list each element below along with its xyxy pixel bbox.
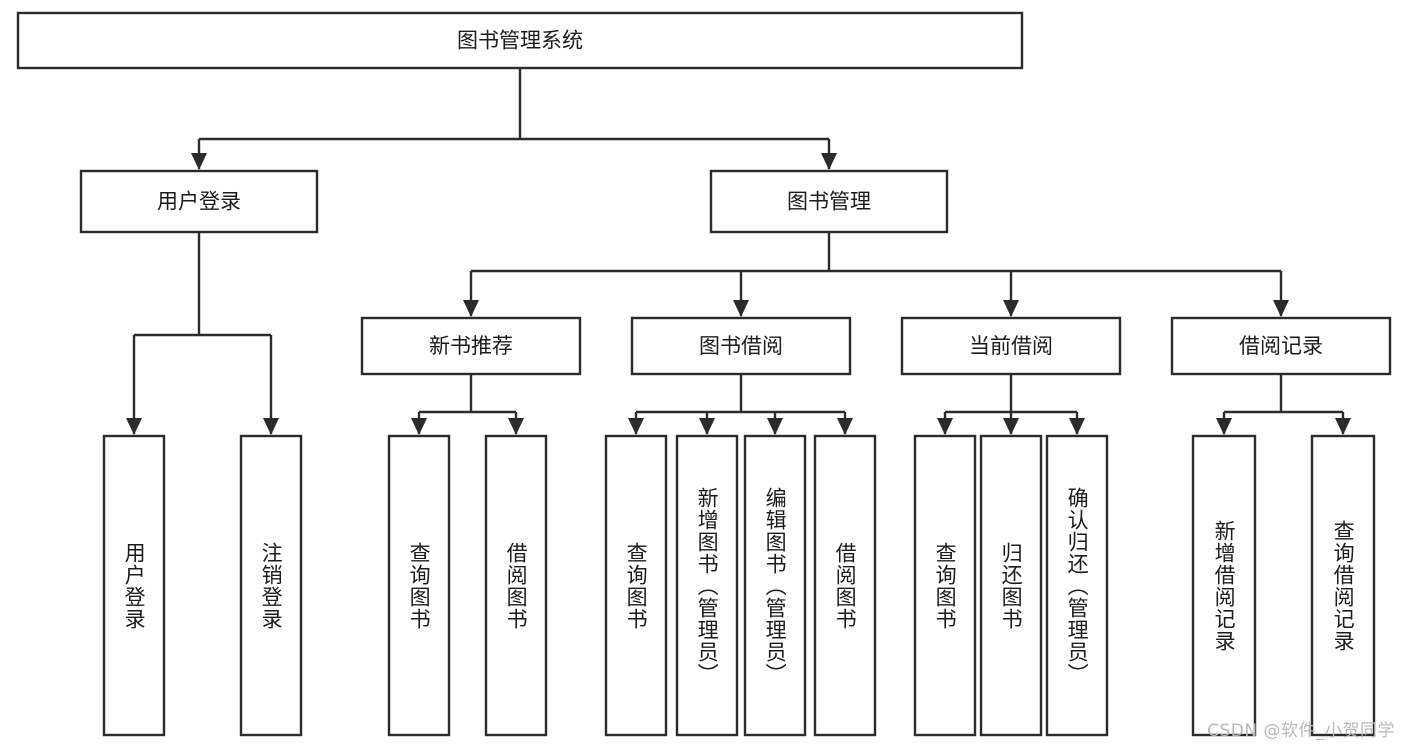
- arrow-head-icon: [1335, 418, 1351, 435]
- arrow-head-icon: [733, 300, 749, 317]
- arrow-head-icon: [263, 418, 279, 435]
- leaf-node-4[interactable]: [604, 434, 668, 737]
- arrow-head-icon: [837, 418, 853, 435]
- leaf-node-1[interactable]: [239, 434, 303, 737]
- arrow-head-icon: [1069, 418, 1085, 435]
- level3-node-当前借阅[interactable]: 当前借阅: [900, 316, 1122, 376]
- leaf-node-5[interactable]: [675, 434, 739, 737]
- arrow-head-icon: [463, 300, 479, 317]
- level2-node-用户登录[interactable]: 用户登录: [79, 169, 319, 234]
- leaf-node-10[interactable]: [1045, 434, 1109, 737]
- arrow-head-icon: [1216, 418, 1232, 435]
- arrow-head-icon: [821, 153, 837, 170]
- root-node-图书管理系统[interactable]: 图书管理系统: [16, 11, 1024, 70]
- level3-node-图书借阅[interactable]: 图书借阅: [630, 316, 852, 376]
- arrow-head-icon: [126, 418, 142, 435]
- watermark-text: CSDN @软件_小贺同学: [1207, 721, 1395, 741]
- node-label: 图书管理: [787, 190, 871, 214]
- node-label: 新书推荐: [429, 334, 513, 358]
- arrow-head-icon: [191, 153, 207, 170]
- leaf-node-6[interactable]: [743, 434, 807, 737]
- arrow-head-icon: [1273, 300, 1289, 317]
- node-label: 图书借阅: [699, 334, 783, 358]
- arrow-head-icon: [628, 418, 644, 435]
- node-label: 当前借阅: [969, 334, 1053, 358]
- leaf-node-2[interactable]: [387, 434, 451, 737]
- connectors-layer: [126, 68, 1351, 435]
- node-label: 借阅记录: [1239, 334, 1323, 358]
- level3-node-新书推荐[interactable]: 新书推荐: [360, 316, 582, 376]
- level3-node-借阅记录[interactable]: 借阅记录: [1170, 316, 1392, 376]
- arrow-head-icon: [699, 418, 715, 435]
- arrow-head-icon: [767, 418, 783, 435]
- arrow-head-icon: [411, 418, 427, 435]
- leaf-node-11[interactable]: [1191, 434, 1257, 737]
- arrow-head-icon: [508, 418, 524, 435]
- node-label: 用户登录: [157, 190, 241, 214]
- leaf-node-3[interactable]: [484, 434, 548, 737]
- arrow-head-icon: [1003, 418, 1019, 435]
- leaf-node-7[interactable]: [813, 434, 877, 737]
- level2-node-图书管理[interactable]: 图书管理: [709, 169, 949, 234]
- leaf-node-0[interactable]: [102, 434, 166, 737]
- node-label: 图书管理系统: [457, 29, 583, 53]
- leaf-node-8[interactable]: [913, 434, 977, 737]
- leaf-node-12[interactable]: [1310, 434, 1376, 737]
- arrow-head-icon: [1003, 300, 1019, 317]
- arrow-head-icon: [937, 418, 953, 435]
- leaf-node-9[interactable]: [979, 434, 1043, 737]
